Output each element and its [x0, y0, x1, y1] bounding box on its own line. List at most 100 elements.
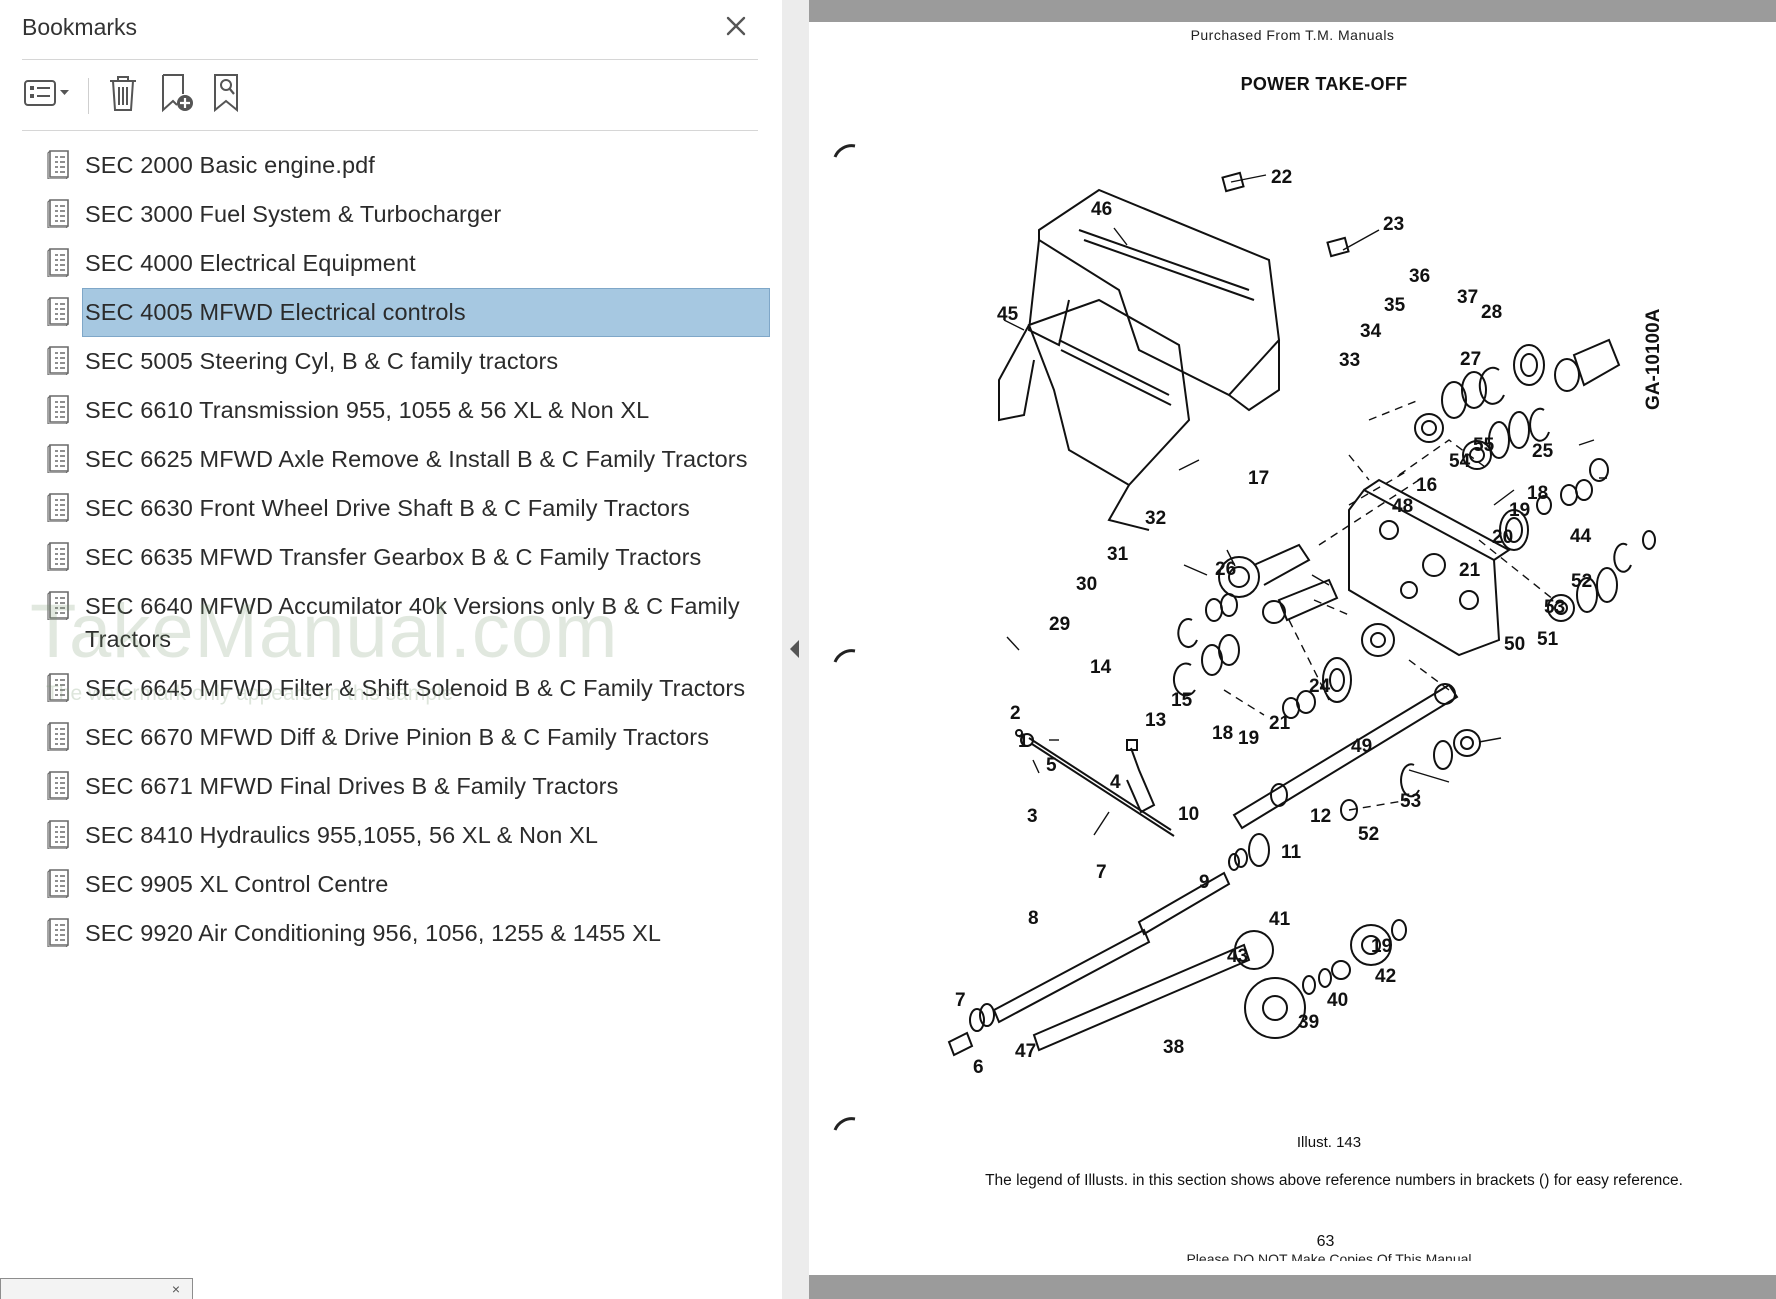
illustration-caption: Illust. 143 — [1296, 1134, 1362, 1151]
callout-4: 4 — [1110, 772, 1121, 793]
bookmark-page-icon — [46, 443, 74, 474]
find-bookmark-button[interactable] — [206, 72, 252, 118]
bookmark-item[interactable]: SEC 6640 MFWD Accumilator 40k Versions o… — [0, 582, 782, 664]
bookmark-item[interactable]: SEC 4000 Electrical Equipment — [0, 239, 782, 288]
callout-2: 2 — [1010, 703, 1021, 724]
callout-47: 47 — [1015, 1041, 1036, 1062]
close-icon[interactable] — [720, 10, 752, 42]
pto-shaft — [1232, 683, 1459, 830]
callout-42: 42 — [1375, 966, 1396, 987]
callout-30: 30 — [1076, 574, 1097, 595]
bookmark-page-icon — [46, 296, 74, 327]
bookmark-page-icon — [46, 868, 74, 899]
add-bookmark-button[interactable] — [154, 72, 200, 118]
divider — [22, 130, 758, 131]
callout-10: 10 — [1178, 804, 1199, 825]
bookmark-item[interactable]: SEC 4005 MFWD Electrical controls — [0, 288, 782, 337]
callout-31: 31 — [1107, 544, 1129, 565]
options-menu-button[interactable] — [22, 72, 74, 118]
page-footer: Please DO NOT Make Copies Of This Manual — [1186, 1251, 1472, 1261]
bookmark-label: SEC 6610 Transmission 955, 1055 & 56 XL … — [85, 397, 650, 423]
bookmark-label: SEC 6640 MFWD Accumilator 40k Versions o… — [85, 593, 740, 652]
callout-44: 44 — [1570, 526, 1592, 547]
bookmark-item[interactable]: SEC 6630 Front Wheel Drive Shaft B & C F… — [0, 484, 782, 533]
callout-28: 28 — [1481, 302, 1502, 323]
callout-22: 22 — [1271, 167, 1292, 188]
bookmark-item[interactable]: SEC 6610 Transmission 955, 1055 & 56 XL … — [0, 386, 782, 435]
bookmark-page-icon — [46, 247, 74, 278]
bookmark-item[interactable]: SEC 2000 Basic engine.pdf — [0, 141, 782, 190]
bookmark-page-icon — [46, 198, 74, 229]
bookmark-label: SEC 6635 MFWD Transfer Gearbox B & C Fam… — [85, 544, 702, 570]
bookmark-item[interactable]: SEC 9920 Air Conditioning 956, 1056, 125… — [0, 909, 782, 958]
bookmark-label: SEC 9920 Air Conditioning 956, 1056, 125… — [85, 920, 662, 946]
callout-36: 36 — [1409, 266, 1430, 287]
callout-12: 12 — [1310, 806, 1331, 827]
callout-1: 1 — [1018, 731, 1029, 752]
callout-39: 39 — [1298, 1012, 1319, 1033]
bookmark-page-icon — [46, 770, 74, 801]
callout-54: 54 — [1449, 451, 1471, 472]
binder-hole-mark — [833, 649, 856, 663]
callout-49: 49 — [1351, 736, 1372, 757]
callout-18b: 18 — [1212, 723, 1233, 744]
callout-41: 41 — [1269, 909, 1291, 930]
callout-14: 14 — [1090, 657, 1112, 678]
bookmark-item[interactable]: SEC 6625 MFWD Axle Remove & Install B & … — [0, 435, 782, 484]
bookmark-label: SEC 4000 Electrical Equipment — [85, 250, 416, 276]
trash-icon — [105, 73, 141, 118]
bookmark-item[interactable]: SEC 6670 MFWD Diff & Drive Pinion B & C … — [0, 713, 782, 762]
bookmark-label: SEC 4005 MFWD Electrical controls — [82, 288, 770, 337]
legend-note: The legend of Illusts. in this section s… — [985, 1172, 1683, 1189]
bottom-tab[interactable]: × — [0, 1278, 193, 1299]
callout-5: 5 — [1046, 755, 1057, 776]
callout-55: 55 — [1473, 435, 1495, 456]
collapse-arrow-icon[interactable] — [790, 640, 799, 658]
callout-38: 38 — [1163, 1037, 1184, 1058]
delete-bookmark-button[interactable] — [100, 72, 146, 118]
bookmark-item[interactable]: SEC 6671 MFWD Final Drives B & Family Tr… — [0, 762, 782, 811]
callout-17: 17 — [1248, 468, 1269, 489]
callout-51: 51 — [1537, 629, 1559, 650]
bookmark-item[interactable]: SEC 9905 XL Control Centre — [0, 860, 782, 909]
bookmark-item[interactable]: SEC 6635 MFWD Transfer Gearbox B & C Fam… — [0, 533, 782, 582]
bookmark-label: SEC 3000 Fuel System & Turbocharger — [85, 201, 502, 227]
exploded-view-diagram: 22 23 46 45 33 34 35 36 37 28 27 55 54 1… — [833, 144, 1664, 1131]
callout-8: 8 — [1028, 908, 1039, 929]
panel-splitter[interactable] — [782, 0, 809, 1299]
close-icon[interactable]: × — [171, 1281, 180, 1297]
output-shaft — [1032, 943, 1251, 1052]
callout-7: 7 — [1096, 862, 1107, 883]
divider — [22, 59, 758, 60]
bookmark-item[interactable]: SEC 8410 Hydraulics 955,1055, 56 XL & No… — [0, 811, 782, 860]
callout-50: 50 — [1504, 634, 1525, 655]
list-options-icon — [23, 76, 73, 115]
bookmark-item[interactable]: SEC 3000 Fuel System & Turbocharger — [0, 190, 782, 239]
callout-21: 21 — [1459, 560, 1481, 581]
bookmark-item[interactable]: SEC 5005 Steering Cyl, B & C family trac… — [0, 337, 782, 386]
bookmark-label: SEC 6645 MFWD Filter & Shift Solenoid B … — [85, 675, 746, 701]
page-gap — [809, 0, 1776, 22]
bookmark-page-icon — [46, 345, 74, 376]
bookmark-page-icon — [46, 721, 74, 752]
callout-48: 48 — [1392, 496, 1413, 517]
parts-drawing — [947, 171, 1656, 1057]
callout-34: 34 — [1360, 321, 1382, 342]
callout-52: 52 — [1571, 571, 1592, 592]
callout-26: 26 — [1215, 559, 1236, 580]
bookmark-label: SEC 6671 MFWD Final Drives B & Family Tr… — [85, 773, 619, 799]
bookmark-item[interactable]: SEC 6645 MFWD Filter & Shift Solenoid B … — [0, 664, 782, 713]
bookmark-label: SEC 9905 XL Control Centre — [85, 871, 389, 897]
bookmarks-toolbar — [22, 72, 758, 122]
bookmark-page-icon — [46, 492, 74, 523]
callout-21b: 21 — [1269, 713, 1291, 734]
callout-32: 32 — [1145, 508, 1166, 529]
callout-29: 29 — [1049, 614, 1070, 635]
callout-16: 16 — [1416, 475, 1437, 496]
bookmark-page-icon — [46, 819, 74, 850]
callout-40: 40 — [1327, 990, 1348, 1011]
bookmark-page-icon — [46, 541, 74, 572]
callout-numbers: 22 23 46 45 33 34 35 36 37 28 27 55 54 1… — [955, 167, 1592, 1078]
callout-20: 20 — [1492, 527, 1513, 548]
callout-9: 9 — [1199, 872, 1210, 893]
